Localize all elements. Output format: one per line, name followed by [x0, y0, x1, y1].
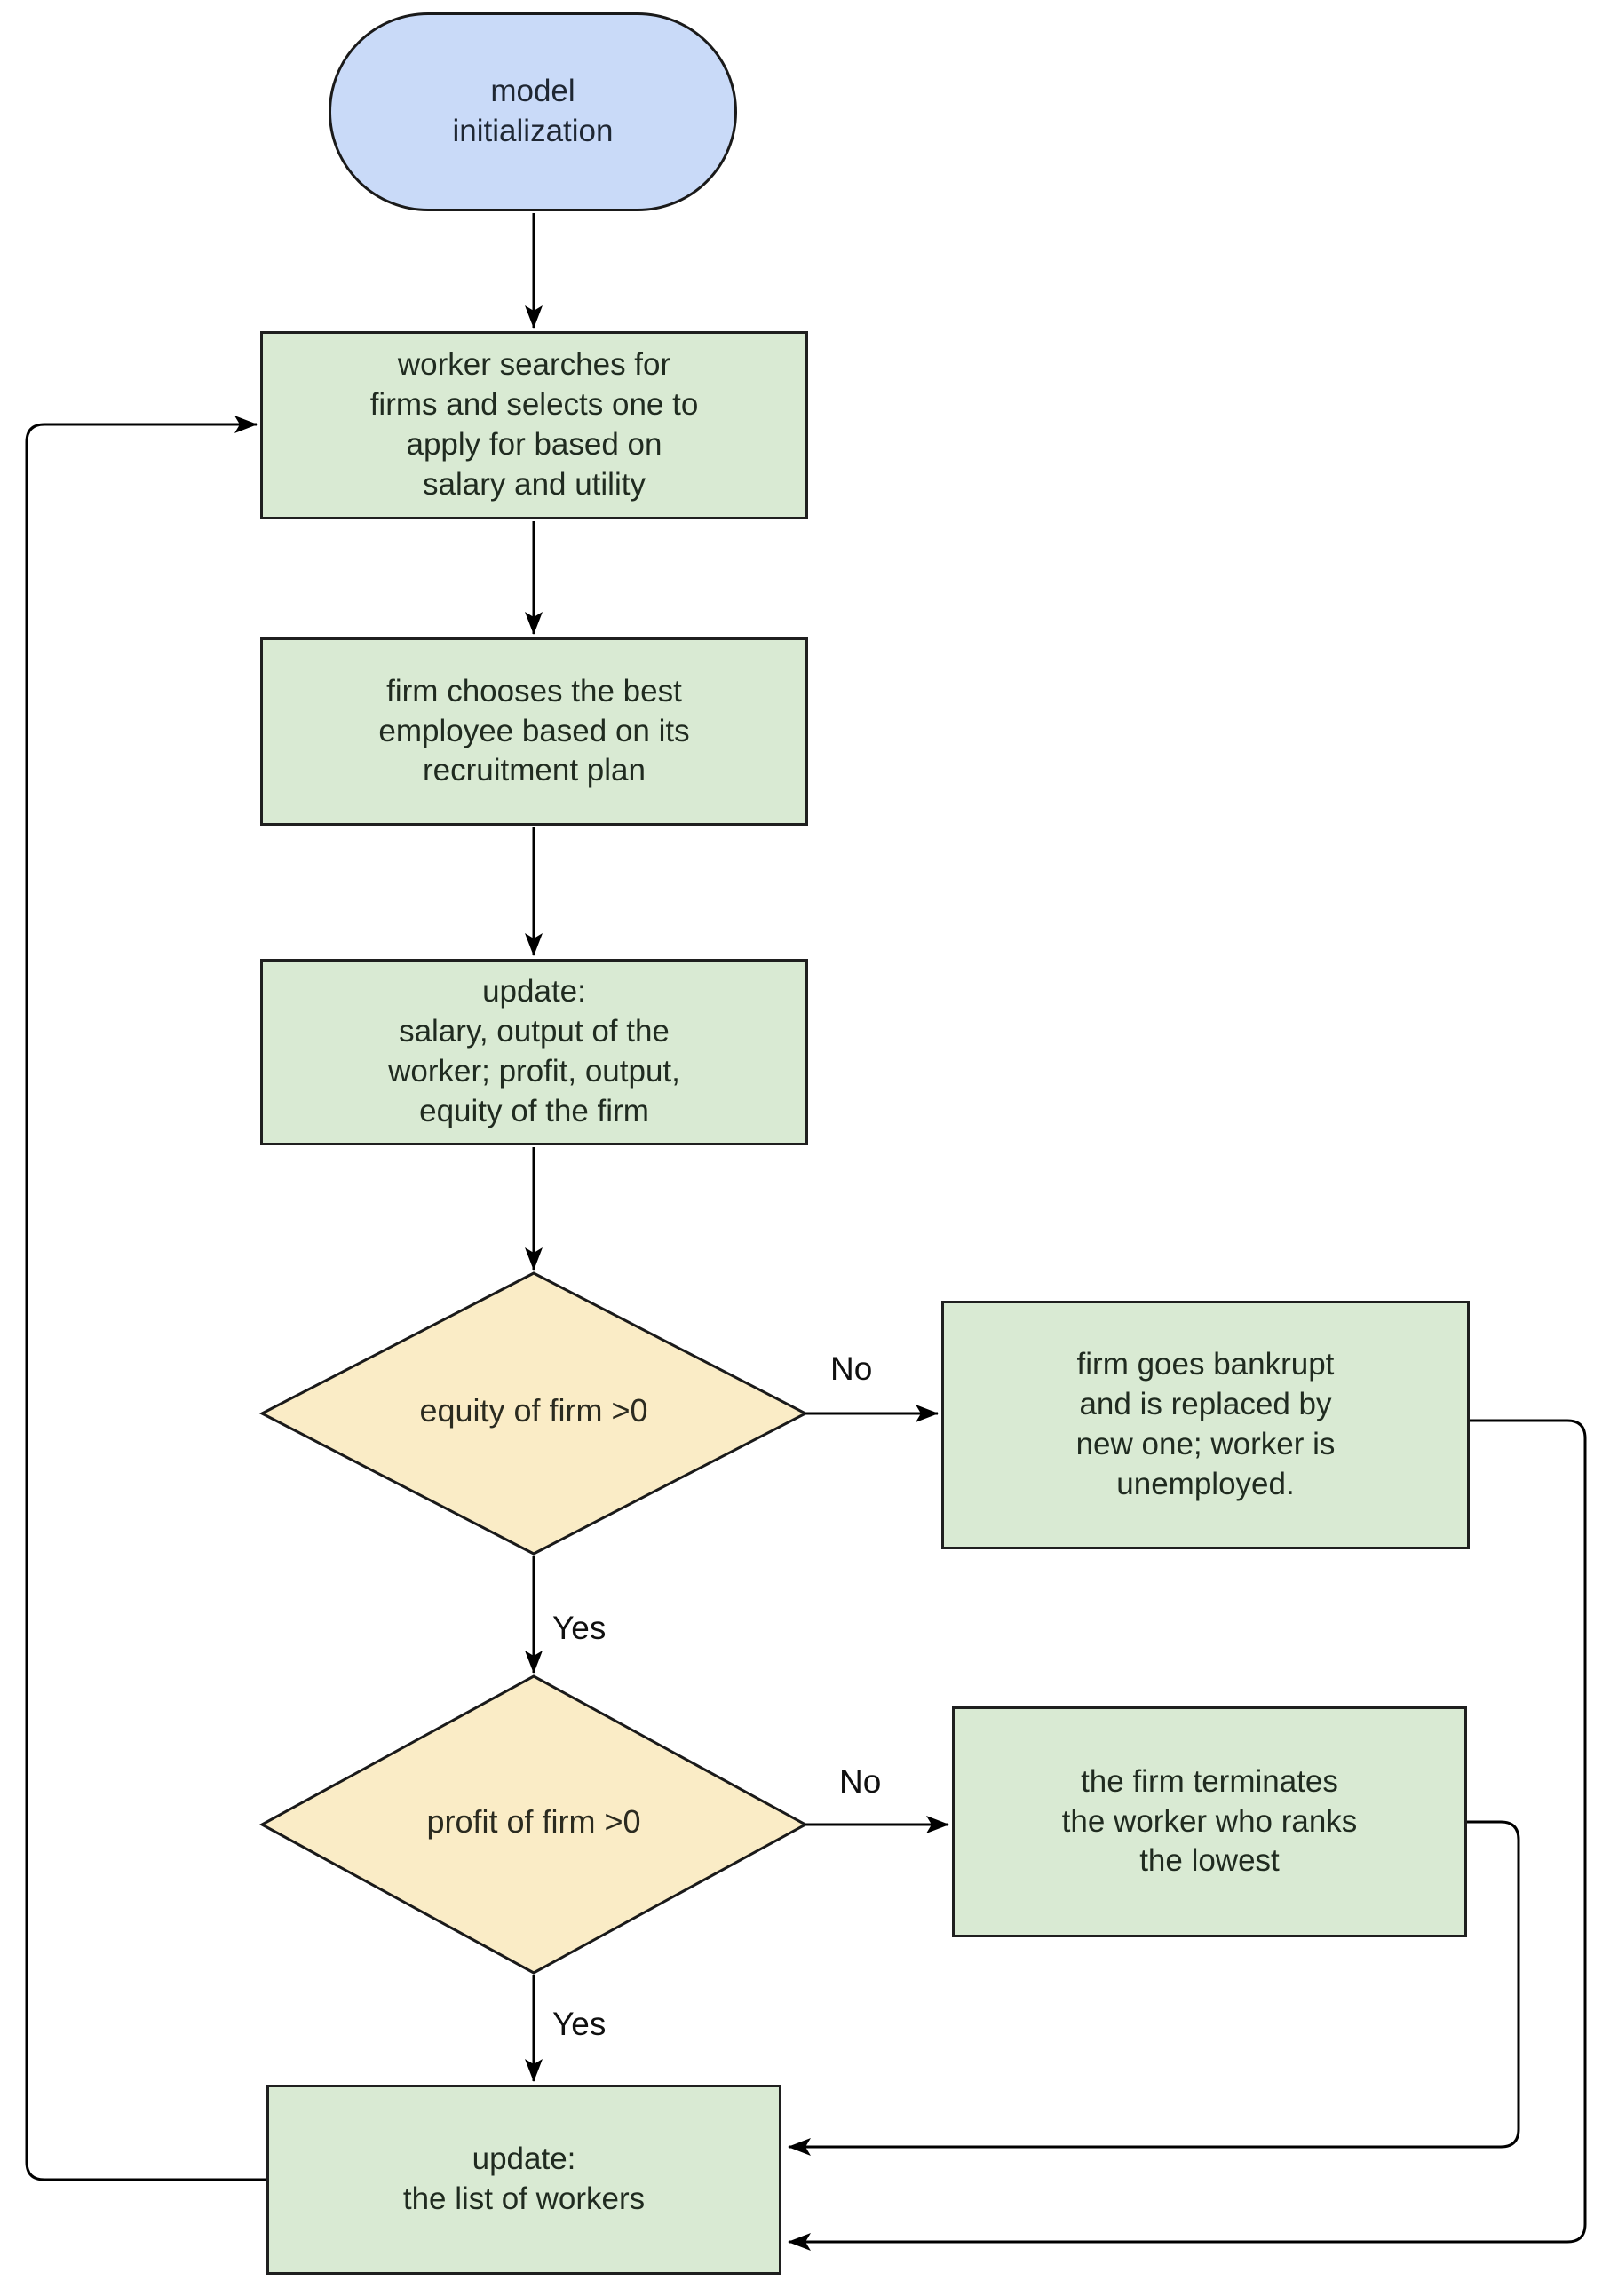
decision-equity-label: equity of firm >0: [419, 1392, 648, 1429]
edge-label-yes-profit: Yes: [552, 2006, 607, 2042]
edge-label-no-equity: No: [830, 1350, 873, 1387]
decision-profit-label: profit of firm >0: [426, 1803, 641, 1840]
edge-label-yes-equity: Yes: [552, 1610, 607, 1646]
node-update-worker-firm: update: salary, output of the worker; pr…: [260, 959, 808, 1145]
edge-bankrupt-to-update-list: [788, 1419, 1587, 2251]
decision-equity-shape: [258, 1271, 809, 1556]
node-start: model initialization: [329, 12, 737, 211]
edge-update-list-to-search: [25, 416, 266, 2181]
edge-label-no-profit: No: [839, 1763, 882, 1800]
edge-terminate-to-update-list: [788, 1820, 1520, 2156]
node-worker-search: worker searches for firms and selects on…: [260, 331, 808, 519]
node-update-worker-list: update: the list of workers: [266, 2085, 781, 2275]
decision-profit-shape: [258, 1674, 809, 1975]
node-firm-terminates: the firm terminates the worker who ranks…: [952, 1706, 1467, 1937]
node-firm-chooses: firm chooses the best employee based on …: [260, 637, 808, 826]
node-firm-bankrupt: firm goes bankrupt and is replaced by ne…: [941, 1301, 1470, 1549]
